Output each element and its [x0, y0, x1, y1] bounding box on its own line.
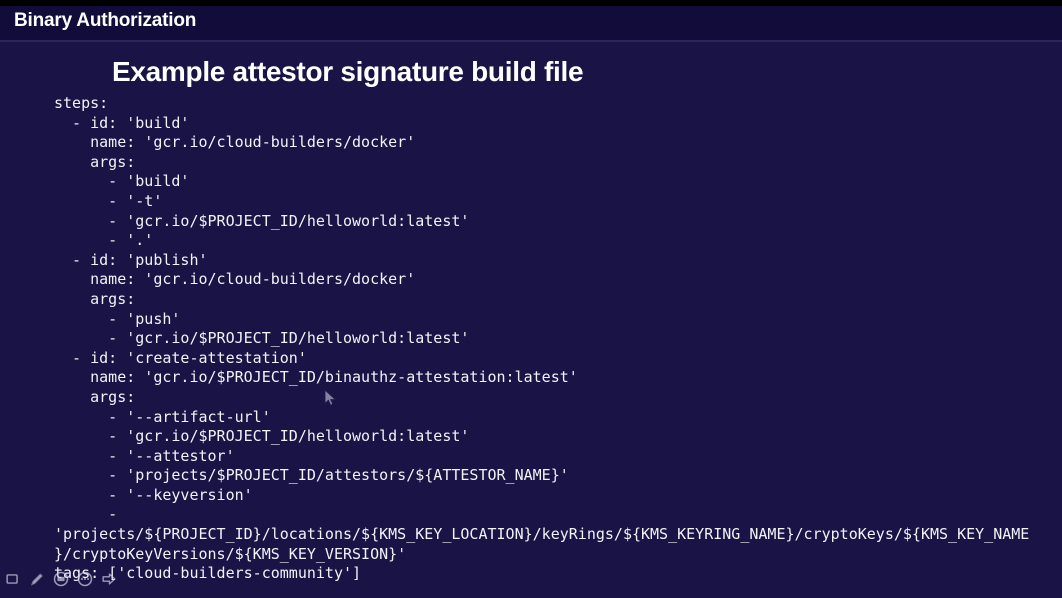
select-rectangle-tool-icon[interactable] [2, 569, 24, 589]
laser-pointer-tool-icon[interactable] [50, 569, 72, 589]
code-line: - 'push' [54, 309, 181, 328]
header-divider-rule [0, 40, 1062, 42]
ink-annotation-toolbar[interactable] [2, 568, 120, 590]
code-line: - 'projects/$PROJECT_ID/attestors/${ATTE… [54, 466, 569, 485]
code-line: - 'gcr.io/$PROJECT_ID/helloworld:latest' [54, 427, 470, 446]
next-slide-arrow-icon[interactable] [98, 569, 120, 589]
deck-header-title: Binary Authorization [14, 10, 197, 31]
deck-header-bar: Binary Authorization [0, 6, 1062, 40]
slide-title: Example attestor signature build file [112, 56, 584, 87]
code-line: - '--keyversion' [54, 485, 253, 504]
code-line: name: 'gcr.io/cloud-builders/docker' [54, 133, 416, 152]
code-line: - '.' [54, 231, 154, 250]
code-line: - '--artifact-url' [54, 407, 271, 426]
top-letterbox-bar [0, 0, 1062, 6]
code-line: }/cryptoKeyVersions/${KMS_KEY_VERSION}' [54, 544, 407, 563]
code-line: - id: 'build' [54, 113, 190, 132]
yaml-code-block: steps: - id: 'build' name: 'gcr.io/cloud… [54, 94, 1054, 584]
code-line: name: 'gcr.io/$PROJECT_ID/binauthz-attes… [54, 368, 578, 387]
code-line: args: [54, 387, 136, 406]
code-line: - id: 'create-attestation' [54, 348, 307, 367]
code-line: - 'gcr.io/$PROJECT_ID/helloworld:latest' [54, 329, 470, 348]
slide-content-area: Example attestor signature build file st… [0, 42, 1062, 592]
code-line: steps: [54, 94, 109, 112]
code-line: 'projects/${PROJECT_ID}/locations/${KMS_… [54, 525, 1030, 544]
code-line: tags: ['cloud-builders-community'] [54, 564, 362, 583]
code-line: - [54, 505, 118, 524]
code-line: - 'gcr.io/$PROJECT_ID/helloworld:latest' [54, 211, 470, 230]
code-line: name: 'gcr.io/cloud-builders/docker' [54, 270, 416, 289]
code-line: - id: 'publish' [54, 250, 208, 269]
pen-tool-icon[interactable] [26, 569, 48, 589]
code-line: - '-t' [54, 191, 163, 210]
more-ink-options-tool-icon[interactable] [74, 569, 96, 589]
code-line: args: [54, 289, 136, 308]
code-line: - 'build' [54, 172, 190, 191]
code-line: args: [54, 152, 136, 171]
code-line: - '--attestor' [54, 446, 235, 465]
